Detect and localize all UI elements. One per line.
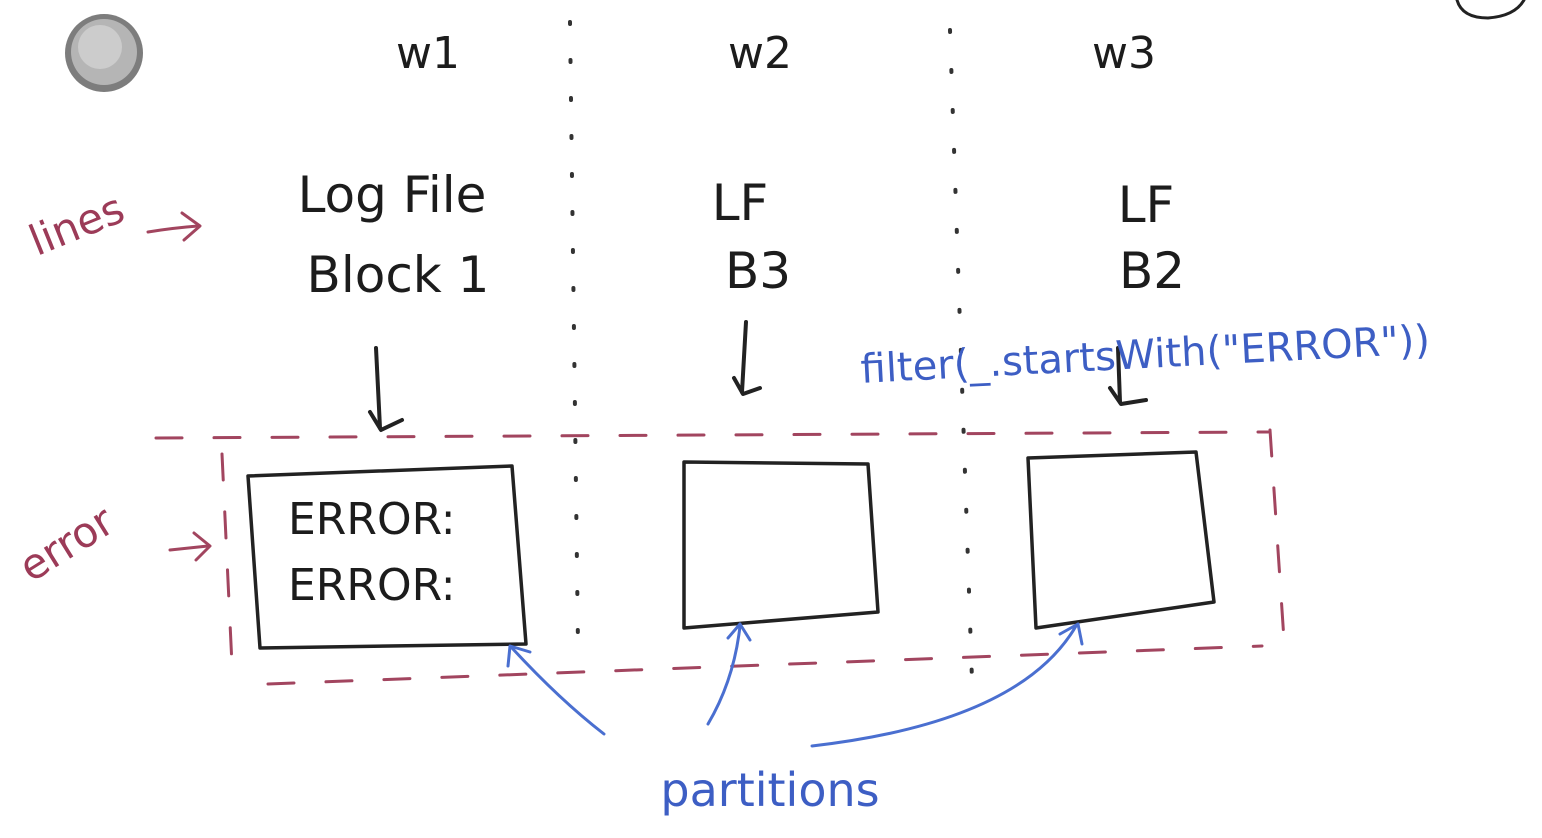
block-label-w2-line2: B3: [725, 242, 791, 300]
block-label-w3-line1: LF: [1118, 176, 1175, 234]
side-label-error: error: [10, 496, 123, 592]
partition-w1-line2: ERROR:: [288, 560, 456, 611]
worker-label-w3: w3: [1092, 28, 1156, 79]
divider-w1-w2: [568, 20, 580, 647]
partition-w2: [682, 460, 880, 630]
partition-w1-line1: ERROR:: [288, 494, 456, 545]
partitions-label: partitions: [660, 763, 879, 817]
partition-w3: [1026, 450, 1216, 630]
error-arrow-icon: [168, 531, 212, 562]
filter-transform-label: filter(_.startsWith("ERROR")): [860, 317, 1432, 393]
worker-label-w2: w2: [728, 28, 792, 79]
down-arrow-w2-icon: [732, 320, 762, 396]
partition-w1: [246, 464, 528, 650]
partition-arrow-w1-icon: [506, 644, 606, 736]
block-label-w2-line1: LF: [712, 174, 769, 232]
down-arrow-w1-icon: [368, 346, 404, 432]
corner-mark-icon: [1455, 0, 1526, 20]
lines-arrow-icon: [146, 211, 202, 242]
partition-arrow-w2-icon: [706, 622, 752, 726]
hole-punch-icon: [65, 14, 143, 92]
block-label-w3-line2: B2: [1119, 242, 1185, 300]
partition-arrow-w3-icon: [810, 622, 1084, 748]
worker-label-w1: w1: [396, 28, 460, 79]
block-label-w1-line2: Block 1: [307, 246, 490, 304]
block-label-w1-line1: Log File: [298, 166, 487, 224]
side-label-lines: lines: [22, 184, 131, 266]
down-arrow-w3-icon: [1108, 346, 1148, 406]
